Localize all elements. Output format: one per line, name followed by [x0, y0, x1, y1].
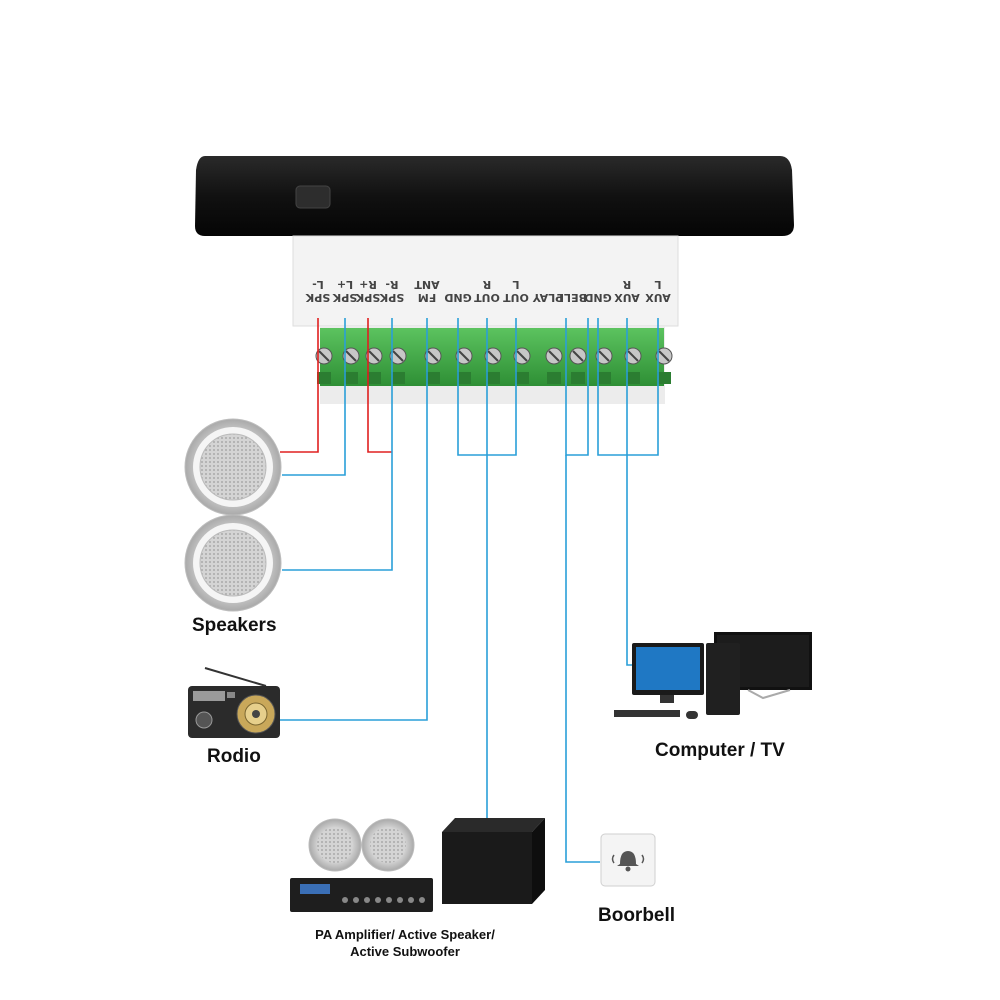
terminal-socket [426, 372, 440, 384]
terminal-socket [391, 372, 405, 384]
terminal-label: BELL [557, 291, 587, 304]
doorbell-caption: Boorbell [598, 905, 676, 926]
pa-caption-line2: Active Subwoofer [350, 944, 460, 959]
terminal-label: FMANT [414, 278, 440, 304]
subwoofer-icon [442, 818, 545, 904]
terminal-socket [571, 372, 585, 384]
doorbell-icon [600, 833, 656, 887]
terminal-label: GND [584, 291, 611, 304]
terminal-label: AUXL [645, 278, 671, 304]
terminal-label: OUTL [503, 278, 529, 304]
terminal-socket [597, 372, 611, 384]
terminal-label: SPKR+ [355, 278, 380, 304]
ceiling-speaker-icon [184, 418, 282, 516]
terminal-socket [457, 372, 471, 384]
terminal-socket [367, 372, 381, 384]
terminal-block [315, 328, 673, 386]
terminal-screw-slot [318, 350, 330, 362]
terminal-socket [547, 372, 561, 384]
terminal-label: SPKL- [305, 278, 330, 304]
terminal-socket [626, 372, 640, 384]
radio-icon [188, 667, 280, 738]
terminal-screw-slot [392, 350, 404, 362]
computer-caption: Computer / TV [655, 740, 785, 761]
speakers-caption: Speakers [192, 615, 277, 636]
terminal-socket [317, 372, 331, 384]
terminal-label: PLAY [532, 291, 564, 304]
terminal-screw-slot [598, 350, 610, 362]
terminal-screw-slot [516, 350, 528, 362]
connector-housing [292, 235, 679, 327]
terminal-label: SPKL+ [332, 278, 357, 304]
pa-amplifier-icon [290, 818, 433, 912]
terminal-socket [486, 372, 500, 384]
terminal-socket [344, 372, 358, 384]
terminal-socket [657, 372, 671, 384]
pa-caption-line1: PA Amplifier/ Active Speaker/ [315, 927, 495, 942]
terminal-label: SPKR- [379, 278, 404, 304]
terminal-screw-slot [548, 350, 560, 362]
terminal-screw-slot [572, 350, 584, 362]
terminal-label: GND [444, 291, 471, 304]
wires [280, 318, 659, 863]
terminal-screw-slot [345, 350, 357, 362]
terminal-socket [515, 372, 529, 384]
terminal-screw-slot [487, 350, 499, 362]
terminal-screw-slot [627, 350, 639, 362]
terminal-screw-slot [368, 350, 380, 362]
pa-caption: PA Amplifier/ Active Speaker/ Active Sub… [270, 926, 540, 960]
terminal-screw-slot [458, 350, 470, 362]
terminal-screw-slot [427, 350, 439, 362]
terminal-label: AUXR [614, 278, 640, 304]
computer-tv-icon [614, 632, 812, 719]
ceiling-speaker-icon [184, 514, 282, 612]
radio-caption: Rodio [207, 746, 261, 767]
terminal-screw-slot [658, 350, 670, 362]
terminal-label: OUTR [474, 278, 500, 304]
device-switch[interactable] [295, 185, 331, 209]
